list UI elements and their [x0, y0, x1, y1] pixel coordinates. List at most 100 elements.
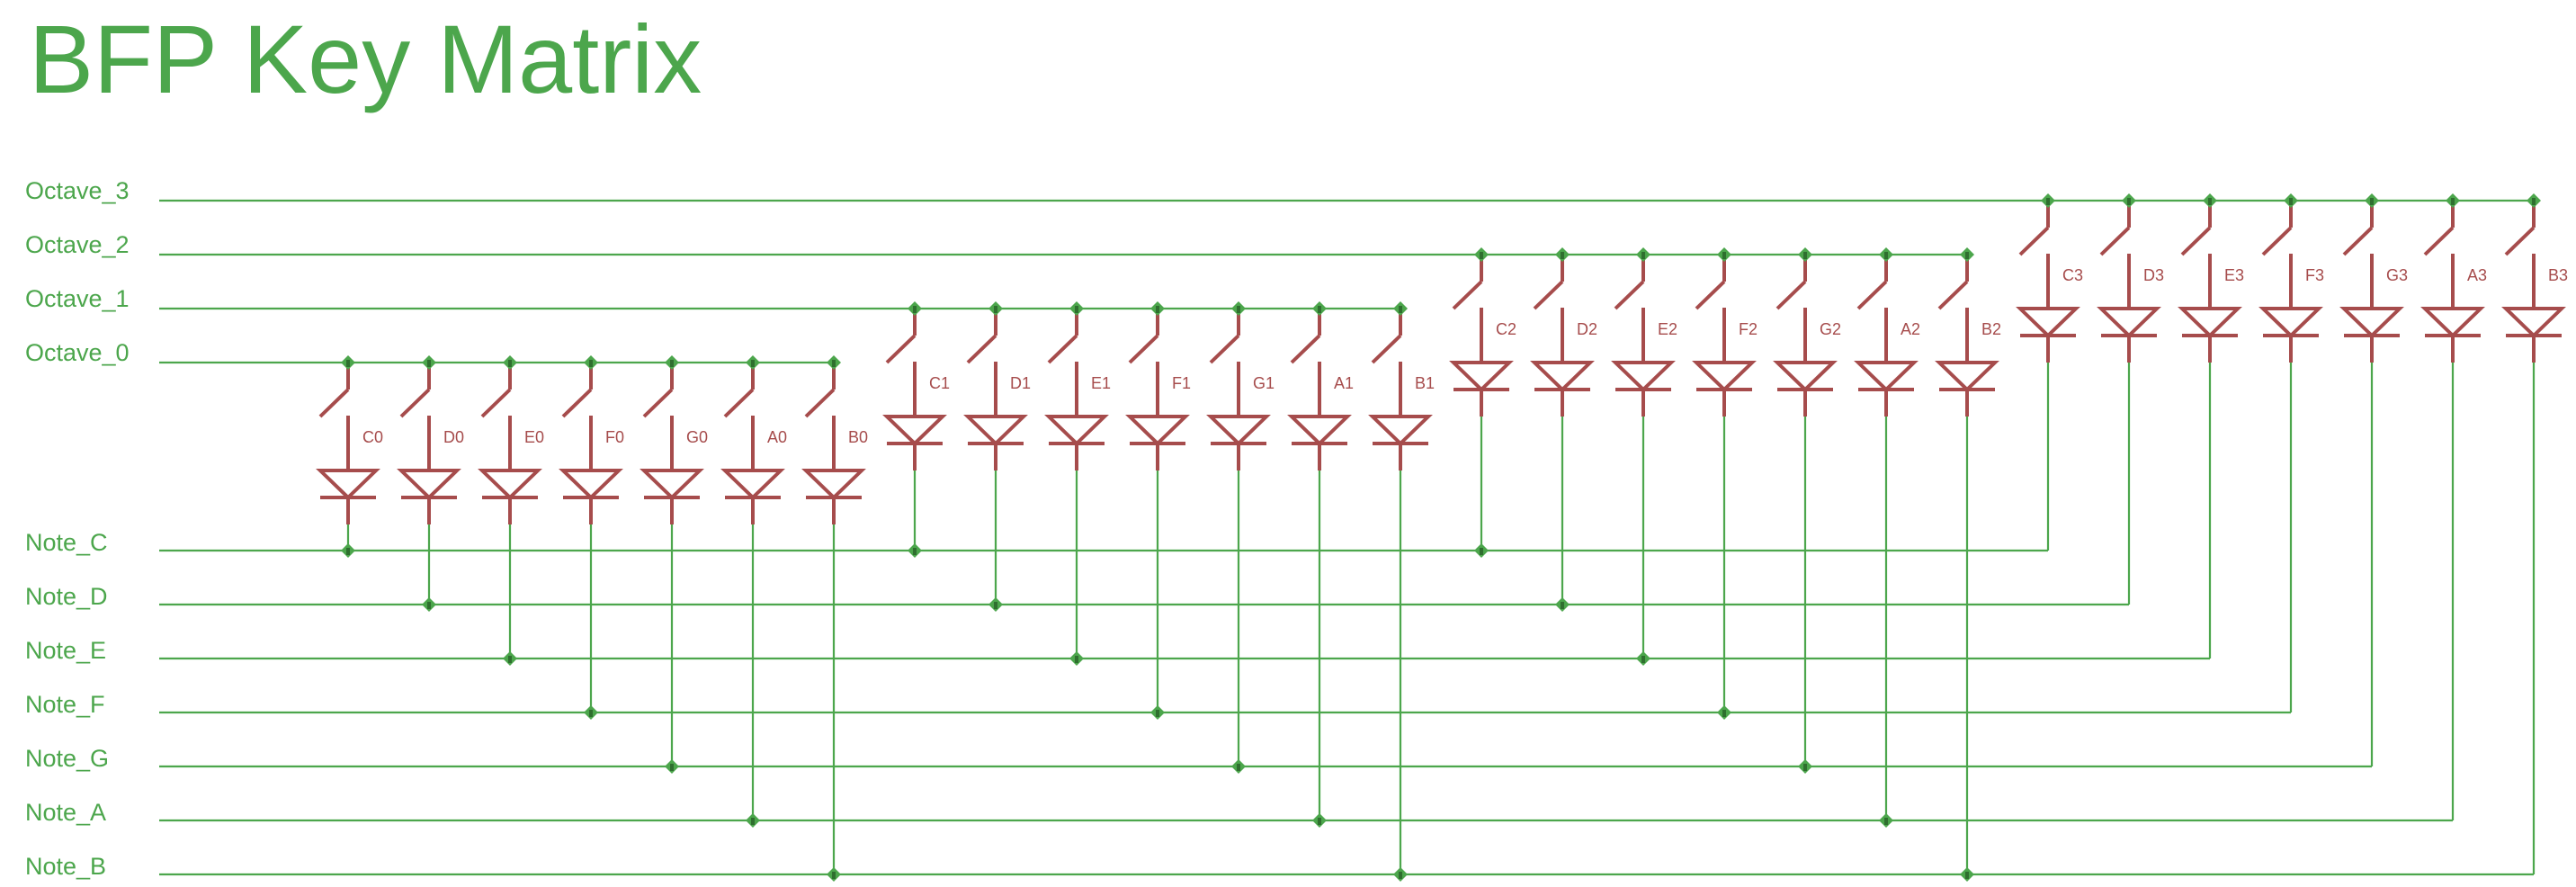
- component-label: C2: [1496, 320, 1516, 338]
- note-net-label: Note_D: [25, 583, 108, 610]
- switch-blade: [2261, 226, 2293, 256]
- switch-blade: [480, 388, 512, 418]
- junction-core: [1318, 818, 1321, 825]
- key-switch-diode: F2: [1692, 255, 1758, 417]
- note-junction: [827, 867, 841, 882]
- junction-core: [1399, 872, 1402, 879]
- octave-junction: [1150, 301, 1165, 316]
- key-switch-diode: C3: [2016, 201, 2083, 363]
- diode-icon: [1206, 415, 1271, 446]
- switch-blade: [561, 388, 593, 418]
- switch-blade: [1290, 334, 1321, 364]
- key-switch-diode: C0: [316, 363, 383, 524]
- key-switch-diode: G0: [640, 363, 708, 524]
- diode-icon: [882, 415, 947, 446]
- diode-icon: [2339, 307, 2404, 338]
- junction-core: [994, 306, 997, 313]
- key-switch-diode: G1: [1206, 309, 1275, 470]
- diode-icon: [1125, 415, 1190, 446]
- component-label: F2: [1739, 320, 1758, 338]
- note-junction: [988, 597, 1003, 612]
- junction-core: [1884, 252, 1888, 259]
- note-net-label: Note_E: [25, 637, 106, 664]
- octave-junction: [2527, 193, 2541, 208]
- diode-icon: [2501, 307, 2566, 338]
- octave-junction: [827, 355, 841, 370]
- note-junction: [503, 651, 517, 666]
- schematic-title: BFP Key Matrix: [29, 4, 702, 113]
- octave-junction: [1312, 301, 1327, 316]
- diode-icon: [2016, 307, 2080, 338]
- note-junction: [1069, 651, 1084, 666]
- switch-blade: [1452, 280, 1483, 310]
- junction-core: [751, 360, 755, 367]
- switch-blade: [2180, 226, 2212, 256]
- switch-blade: [1856, 280, 1888, 310]
- junction-core: [751, 818, 755, 825]
- junction-core: [1561, 602, 1564, 609]
- key-switch-diode: D0: [397, 363, 464, 524]
- octave-junction: [2446, 193, 2460, 208]
- junction-core: [1075, 656, 1078, 663]
- diode-icon: [1044, 415, 1109, 446]
- octave-junction: [1960, 247, 1974, 262]
- key-switch-diode: D2: [1530, 255, 1597, 417]
- octave-junction: [746, 355, 760, 370]
- diode-icon: [1530, 361, 1595, 392]
- note-junction: [422, 597, 436, 612]
- switch-blade: [804, 388, 836, 418]
- key-switch-diode: C1: [882, 309, 950, 470]
- diode-icon: [316, 469, 380, 500]
- note-junction: [1555, 597, 1570, 612]
- note-junction: [1150, 705, 1165, 720]
- note-junction: [1636, 651, 1650, 666]
- junction-core: [2370, 198, 2374, 205]
- octave-junction: [2041, 193, 2055, 208]
- switch-blade: [1695, 280, 1726, 310]
- octave-junction: [503, 355, 517, 370]
- junction-core: [1561, 252, 1564, 259]
- junction-core: [2451, 198, 2455, 205]
- switch-blade: [1371, 334, 1402, 364]
- diode-icon: [1611, 361, 1676, 392]
- component-label: E1: [1091, 374, 1111, 392]
- component-label: E3: [2224, 266, 2244, 284]
- octave-junction: [1717, 247, 1731, 262]
- junction-core: [2289, 198, 2293, 205]
- diode-icon: [963, 415, 1028, 446]
- junction-core: [1641, 656, 1645, 663]
- key-switch-diode: F3: [2258, 201, 2324, 363]
- diode-icon: [720, 469, 785, 500]
- junction-core: [1237, 306, 1240, 313]
- junction-core: [1480, 548, 1483, 555]
- key-switch-diode: G3: [2339, 201, 2408, 363]
- component-label: D1: [1010, 374, 1031, 392]
- octave-junction: [1393, 301, 1408, 316]
- octave-junction: [908, 301, 922, 316]
- note-junction: [341, 543, 355, 558]
- junction-core: [913, 548, 917, 555]
- octave-junction: [1798, 247, 1812, 262]
- component-label: B3: [2548, 266, 2568, 284]
- note-junction: [1474, 543, 1489, 558]
- junction-core: [1722, 710, 1726, 717]
- octave-junction: [1474, 247, 1489, 262]
- octave-junction: [1555, 247, 1570, 262]
- component-label: C1: [929, 374, 950, 392]
- key-switch-diode: G2: [1773, 255, 1841, 417]
- diode-icon: [1287, 415, 1352, 446]
- junction-core: [1641, 252, 1645, 259]
- note-junction: [584, 705, 598, 720]
- octave-junction: [2365, 193, 2379, 208]
- note-junction: [1798, 759, 1812, 774]
- switch-blade: [1047, 334, 1078, 364]
- switch-blade: [1128, 334, 1159, 364]
- junction-core: [1318, 306, 1321, 313]
- switch-blade: [1533, 280, 1564, 310]
- component-label: E2: [1658, 320, 1677, 338]
- note-junction: [746, 813, 760, 828]
- junction-core: [508, 656, 512, 663]
- component-label: C3: [2062, 266, 2083, 284]
